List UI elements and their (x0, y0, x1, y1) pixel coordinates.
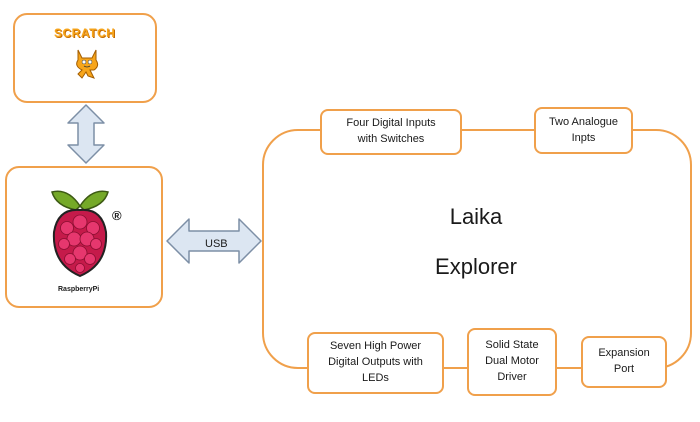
double-arrow-vertical (67, 104, 105, 164)
laika-title-line1: Laika (449, 204, 503, 229)
scratch-logo-text: SCRATCH (54, 26, 116, 40)
laika-title-line2: Explorer (435, 254, 517, 279)
raspberry-pi-logo-icon (51, 190, 109, 278)
raspberry-pi-logo-text: RaspberryPi (58, 286, 100, 293)
module-two-analogue-inputs: Two Analogue Inpts (534, 107, 633, 154)
scratch-cat-icon (76, 49, 99, 79)
usb-label: USB (205, 238, 228, 250)
module-expansion-port: Expansion Port (581, 336, 667, 388)
raspberry-pi-registered-mark: ® (112, 208, 122, 223)
module-dual-motor-driver: Solid State Dual Motor Driver (467, 328, 557, 396)
module-seven-digital-outputs: Seven High Power Digital Outputs with LE… (307, 332, 444, 394)
double-arrow-horizontal (166, 218, 262, 264)
module-four-digital-inputs: Four Digital Inputs with Switches (320, 109, 462, 155)
